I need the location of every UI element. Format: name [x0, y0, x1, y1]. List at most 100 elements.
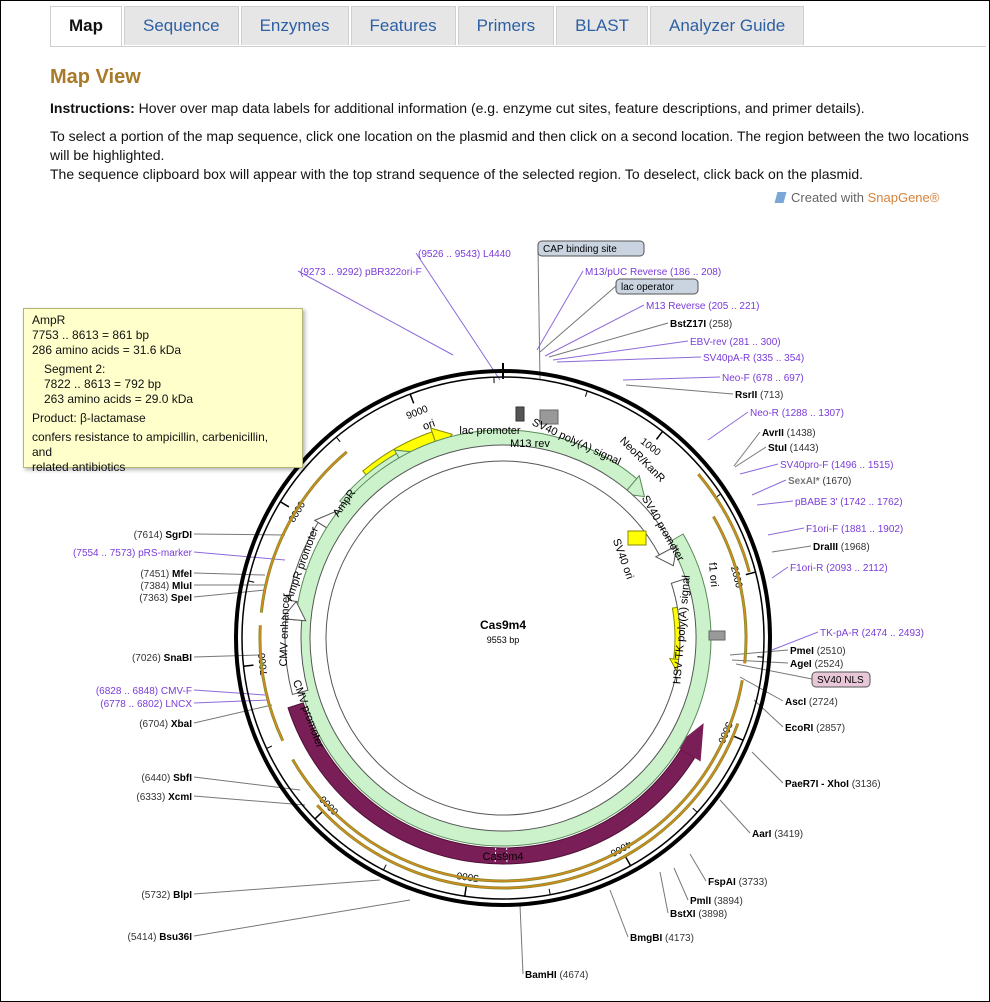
- label-connector: [771, 545, 812, 553]
- enzyme-name: SexAI*: [788, 476, 822, 487]
- cas9-label[interactable]: Cas9m4: [483, 851, 524, 863]
- primer-pos: (205 .. 221): [708, 301, 759, 312]
- right-label[interactable]: BmgBI (4173): [630, 933, 694, 944]
- tab-features[interactable]: Features: [350, 6, 456, 45]
- tab-analyzer-guide[interactable]: Analyzer Guide: [650, 6, 805, 45]
- sv40-promoter-arrow[interactable]: [309, 444, 697, 832]
- left-label[interactable]: (7026) SnaBI: [132, 653, 192, 664]
- m13-rev-marker[interactable]: [515, 406, 525, 422]
- left-label[interactable]: (5732) BlpI: [141, 890, 192, 901]
- label-connector: [193, 699, 269, 704]
- left-label[interactable]: (6828 .. 6848) CMV-F: [96, 686, 192, 697]
- right-label[interactable]: BstZ17I (258): [670, 319, 732, 330]
- label-name: XcmI: [168, 792, 192, 803]
- cas9-arc[interactable]: [287, 702, 696, 865]
- label-name: SbfI: [173, 773, 192, 784]
- right-label[interactable]: TK-pA-R (2474 .. 2493): [820, 628, 924, 639]
- left-label[interactable]: (5414) Bsu36I: [128, 932, 193, 943]
- right-label[interactable]: Neo-R (1288 .. 1307): [750, 408, 844, 419]
- right-label[interactable]: pBABE 3' (1742 .. 1762): [795, 497, 903, 508]
- label-pos: (6778 .. 6802): [100, 699, 165, 710]
- feature-box-label[interactable]: CAP binding site: [543, 244, 617, 255]
- right-label[interactable]: (9526 .. 9543) L4440: [418, 249, 511, 260]
- right-label[interactable]: PaeR7I - XhoI (3136): [785, 779, 881, 790]
- right-label[interactable]: M13 Reverse (205 .. 221): [646, 301, 759, 312]
- cmv-enhancer-label[interactable]: CMV enhancer: [278, 593, 293, 667]
- sv40-ori-box[interactable]: [627, 530, 647, 546]
- sv40-polya-box[interactable]: [539, 409, 559, 425]
- right-label[interactable]: RsrII (713): [735, 390, 783, 401]
- label-connector: [739, 463, 779, 475]
- tab-blast[interactable]: BLAST: [556, 6, 649, 45]
- label-pos: (7451): [140, 569, 172, 580]
- right-label[interactable]: EBV-rev (281 .. 300): [690, 337, 781, 348]
- primer-pos: (1881 .. 1902): [841, 524, 903, 535]
- right-label[interactable]: BamHI (4674): [525, 970, 588, 981]
- primer-name: Neo-R: [750, 408, 782, 419]
- feature-box[interactable]: [537, 240, 645, 257]
- right-label[interactable]: FspAI (3733): [708, 877, 767, 888]
- primer-name: EBV-rev: [690, 337, 729, 348]
- left-label[interactable]: (7614) SgrDI: [134, 530, 193, 541]
- right-label[interactable]: SV40pA-R (335 .. 354): [703, 353, 804, 364]
- feature-box[interactable]: [811, 671, 871, 688]
- right-label[interactable]: StuI (1443): [768, 443, 819, 454]
- left-label[interactable]: (7384) MluI: [140, 581, 192, 592]
- enzyme-name: AscI: [785, 697, 809, 708]
- feature-box-label[interactable]: lac operator: [621, 282, 674, 293]
- label-connector: [552, 340, 689, 361]
- right-label[interactable]: F1ori-F (1881 .. 1902): [806, 524, 903, 535]
- m13-rev-label[interactable]: M13 rev: [510, 438, 550, 450]
- right-label[interactable]: SexAI* (1670): [788, 476, 851, 487]
- tab-sequence[interactable]: Sequence: [124, 6, 239, 45]
- right-label[interactable]: SV40pro-F (1496 .. 1515): [780, 460, 893, 471]
- right-label[interactable]: (9273 .. 9292) pBR322ori-F: [300, 267, 422, 278]
- label-connector: [622, 376, 721, 381]
- right-label[interactable]: DraIII (1968): [813, 542, 870, 553]
- left-label[interactable]: (6704) XbaI: [139, 719, 192, 730]
- tab-enzymes[interactable]: Enzymes: [240, 6, 349, 45]
- label-connector: [751, 479, 787, 496]
- left-label[interactable]: (7554 .. 7573) pRS-marker: [73, 548, 193, 559]
- right-label[interactable]: PmeI (2510): [790, 646, 846, 657]
- right-label[interactable]: Neo-F (678 .. 697): [722, 373, 804, 384]
- tooltip-product: Product: β-lactamase: [32, 411, 146, 425]
- feature-box-label[interactable]: SV40 NLS: [817, 675, 864, 686]
- left-label[interactable]: (6440) SbfI: [141, 773, 192, 784]
- primer-name: F1ori-R: [790, 563, 826, 574]
- enzyme-pos: (2524): [814, 659, 843, 670]
- label-pos: (7384): [140, 581, 172, 592]
- ori-label[interactable]: ori: [421, 417, 437, 432]
- right-label[interactable]: AvrII (1438): [762, 428, 816, 439]
- right-label[interactable]: AscI (2724): [785, 697, 838, 708]
- label-connector: [193, 795, 306, 806]
- enzyme-pos: (3733): [739, 877, 768, 888]
- label-pos: (5414): [128, 932, 160, 943]
- tab-primers[interactable]: Primers: [457, 6, 555, 45]
- left-label[interactable]: (6333) XcmI: [136, 792, 192, 803]
- left-label[interactable]: (7451) MfeI: [140, 569, 192, 580]
- tooltip-seg-range: 7822 .. 8613 = 792 bp: [44, 377, 162, 391]
- right-label[interactable]: BstXI (3898): [670, 909, 727, 920]
- left-label[interactable]: (6778 .. 6802) LNCX: [100, 699, 192, 710]
- lac-promoter-label[interactable]: lac promoter: [459, 425, 520, 437]
- primer-name: M13/pUC Reverse: [585, 267, 670, 278]
- orf-arc-inner: [259, 625, 284, 741]
- right-label[interactable]: M13/pUC Reverse (186 .. 208): [585, 267, 721, 278]
- label-connector: [193, 654, 261, 658]
- label-pos: (6440): [141, 773, 173, 784]
- right-label[interactable]: F1ori-R (2093 .. 2112): [790, 563, 888, 574]
- f1-ori-label[interactable]: f1 ori: [706, 562, 720, 587]
- right-label[interactable]: PmlI (3894): [690, 896, 743, 907]
- hsv-tk-box[interactable]: [708, 630, 726, 641]
- right-label[interactable]: AgeI (2524): [790, 659, 843, 670]
- snapgene-credit[interactable]: Created with SnapGene®: [774, 190, 939, 205]
- right-label[interactable]: EcoRI (2857): [785, 723, 845, 734]
- feature-box[interactable]: [615, 278, 699, 295]
- tab-map[interactable]: Map: [50, 6, 122, 47]
- left-label[interactable]: (7363) SpeI: [139, 593, 192, 604]
- right-label[interactable]: AarI (3419): [752, 829, 803, 840]
- label-name: XbaI: [171, 719, 192, 730]
- enzyme-pos: (4674): [559, 970, 588, 981]
